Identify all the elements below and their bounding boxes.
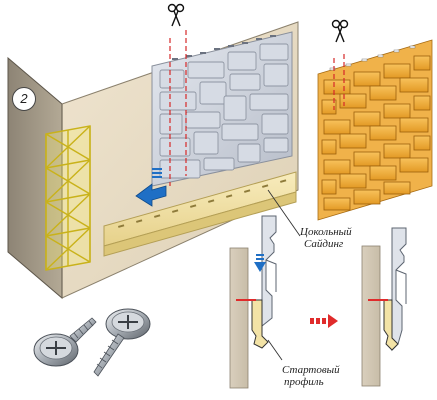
- step-number-badge: 2: [12, 87, 36, 111]
- screw-icon: [33, 317, 97, 367]
- detail-after: [361, 227, 407, 387]
- corner-support-frame: [45, 125, 91, 271]
- plinth-siding-label-line2: Сайдинг: [304, 238, 344, 250]
- starter-profile-label-line2: профиль: [284, 376, 324, 388]
- arrow-left-icon: [135, 168, 167, 207]
- starter-strip: [103, 171, 297, 257]
- brick-siding-panel: [317, 39, 433, 221]
- detail-before: [229, 215, 277, 389]
- cut-lines: [169, 30, 187, 186]
- scissors-icon: [167, 3, 185, 27]
- arrow-right-icon: [310, 314, 338, 328]
- screw-icon: [93, 308, 151, 377]
- cut-lines: [333, 54, 345, 110]
- scissors-icon: [331, 19, 349, 43]
- label-leader-line: [267, 189, 301, 237]
- stone-siding-panel: [151, 31, 293, 187]
- starter-profile-label-line1: Стартовый: [282, 364, 340, 376]
- label-leader-line: [267, 339, 283, 361]
- plinth-siding-label-line1: Цокольный: [300, 226, 352, 238]
